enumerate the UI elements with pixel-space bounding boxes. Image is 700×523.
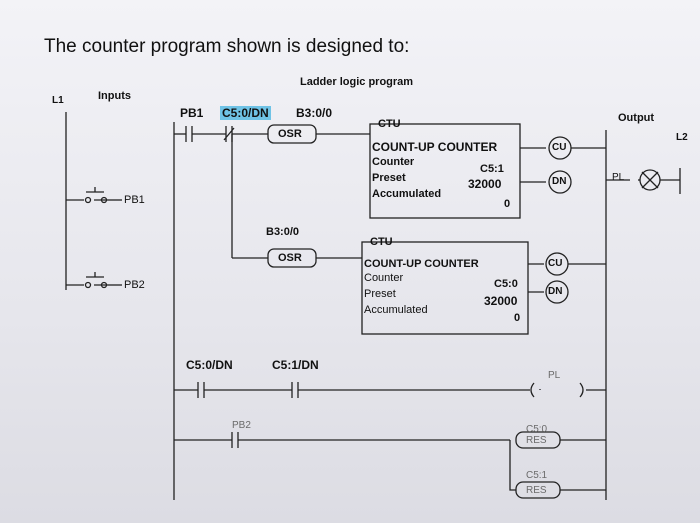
rail-right-label: L2 (676, 132, 688, 143)
rung1-pb1-label: PB1 (180, 106, 204, 120)
ctu1-cu: CU (552, 142, 567, 153)
pl-output-coil (530, 382, 584, 398)
ctu2-title: COUNT-UP COUNTER (364, 258, 479, 270)
ctu2-acc: 0 (514, 312, 521, 324)
ctu1-acc-label: Accumulated (372, 188, 442, 200)
ctu2-dn: DN (548, 286, 563, 297)
pb2-contact-symbol (231, 432, 239, 448)
rung1-b300-label: B3:0/0 (296, 106, 333, 120)
pb1-contact-symbol (185, 126, 193, 142)
rung1-osr-label: OSR (278, 128, 302, 140)
ctu2-counter-label: Counter (364, 272, 404, 284)
ctu1-header: CTU (378, 118, 401, 130)
ctu1-title: COUNT-UP COUNTER (372, 140, 498, 154)
diagram-title: Ladder logic program (300, 76, 414, 88)
ctu1-acc: 0 (504, 198, 511, 210)
inputs-label: Inputs (98, 90, 131, 102)
c51dn-contact-symbol (291, 382, 299, 398)
output-coil-label: PL (612, 172, 625, 183)
ctu2-acc-label: Accumulated (364, 304, 428, 316)
rung1-c50dn-label: C5:0/DN (220, 106, 271, 120)
rung3-res1-label: RES (526, 435, 547, 446)
ctu1-counter: C5:1 (480, 163, 504, 175)
ctu1-counter-label: Counter (372, 156, 415, 168)
input-pb1-label: PB1 (124, 194, 145, 206)
rung2-c51dn-label: C5:1/DN (272, 358, 319, 372)
rung3-res2-label: RES (526, 485, 547, 496)
ctu2-header: CTU (370, 236, 393, 248)
c50dn-contact-symbol (197, 382, 205, 398)
ctu2-preset: 32000 (484, 294, 518, 308)
ctu2-preset-label: Preset (364, 288, 396, 300)
input-pb2-label: PB2 (124, 279, 145, 291)
ctu1-dn: DN (552, 176, 567, 187)
rung2-c50dn-label: C5:0/DN (186, 358, 233, 372)
question-text: The counter program shown is designed to… (44, 36, 410, 57)
rung3-c51-label: C5:1 (526, 470, 548, 481)
ctu1-box (369, 123, 521, 219)
output-label: Output (618, 112, 655, 124)
ctu2-box (361, 241, 529, 335)
rung2-pl-label: PL (548, 370, 561, 381)
branch-b300-label: B3:0/0 (266, 226, 300, 238)
rung3-pb2-label: PB2 (232, 420, 251, 431)
rung3-c50-label: C5:0 (526, 424, 548, 435)
ctu1-preset-label: Preset (372, 172, 406, 184)
branch-osr-label: OSR (278, 252, 302, 264)
rail-left-label: L1 (52, 95, 64, 106)
ctu2-cu: CU (548, 258, 563, 269)
ctu1-preset: 32000 (468, 177, 502, 191)
ctu2-counter: C5:0 (494, 278, 518, 290)
